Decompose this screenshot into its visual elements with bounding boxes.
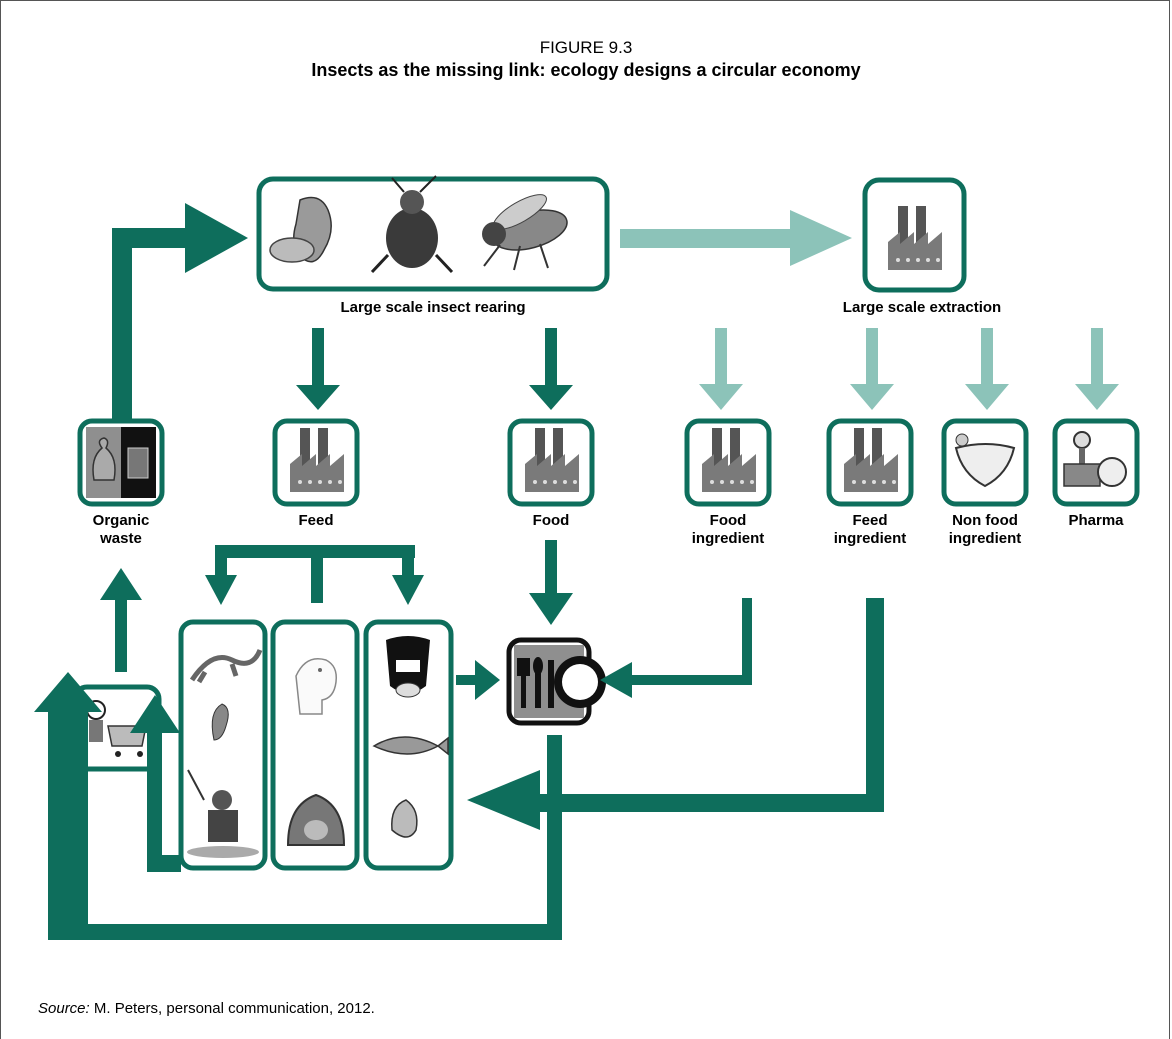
lizard-icon <box>189 648 263 684</box>
arrow-waste-to-rearing <box>112 203 248 420</box>
arrow-feed-ingredient-to-livestock <box>467 598 884 830</box>
fly-icon <box>482 194 568 271</box>
frame-left-stub <box>0 999 1 1039</box>
figure-title: Insects as the missing link: ecology des… <box>311 60 861 80</box>
diaper-icon <box>954 443 1016 488</box>
chicken-icon <box>391 799 418 838</box>
arrow-extraction-to-pharma <box>1075 328 1119 410</box>
arrow-plate-to-consumer <box>34 672 562 940</box>
pharma-plant-icon <box>1063 431 1127 487</box>
arrow-extraction-to-feed-ingredient <box>850 328 894 410</box>
arrow-extraction-to-non-food <box>965 328 1009 410</box>
pets-and-fishing-column <box>178 619 268 871</box>
plate-box <box>506 637 606 726</box>
food-label: Food <box>533 512 570 529</box>
dog-icon <box>295 658 338 715</box>
organic-waste-label-line2: waste <box>99 530 142 547</box>
feed-ingredient-box <box>826 418 914 507</box>
feed-ingredient-label-line1: Feed <box>852 512 887 529</box>
bait-worm-icon <box>211 703 229 741</box>
arrow-feed-to-animals <box>205 545 424 605</box>
feed-box <box>272 418 360 507</box>
garbage-bag-icon <box>92 437 116 481</box>
arrow-extraction-to-food-ingredient <box>699 328 743 410</box>
companion-animals-column <box>270 619 360 871</box>
fisherman-icon <box>187 769 259 858</box>
source-text: M. Peters, personal communication, 2012. <box>89 1000 375 1017</box>
fish-icon <box>372 736 449 756</box>
arrow-consumer-to-waste <box>100 568 142 672</box>
source-prefix: Source: <box>38 1000 90 1017</box>
non-food-ingredient-box <box>941 418 1029 507</box>
food-ingredient-box <box>684 418 772 507</box>
arrow-food-ingredient-to-plate <box>600 598 752 698</box>
food-ingredient-label-line1: Food <box>710 512 747 529</box>
extraction-label: Large scale extraction <box>843 299 1001 316</box>
trash-bin-icon <box>127 447 149 479</box>
source-note: Source: M. Peters, personal communicatio… <box>38 1000 375 1017</box>
pharma-box <box>1052 418 1140 507</box>
cow-icon <box>386 636 430 698</box>
arrow-rearing-to-food <box>529 328 573 410</box>
cat-carrier-icon <box>286 793 346 846</box>
extraction-box <box>862 177 967 293</box>
arrow-rearing-to-feed <box>296 328 340 410</box>
livestock-column <box>363 619 454 871</box>
insect-rearing-label: Large scale insect rearing <box>340 299 525 316</box>
feed-ingredient-label-line2: ingredient <box>834 530 907 547</box>
arrow-rearing-to-extraction <box>620 210 852 266</box>
figure-number: FIGURE 9.3 <box>539 38 633 57</box>
non-food-ingredient-label-line1: Non food <box>952 512 1018 529</box>
fork-knife-plate-icon <box>517 656 606 708</box>
non-food-ingredient-label-line2: ingredient <box>949 530 1022 547</box>
pharma-label: Pharma <box>1068 512 1124 529</box>
arrow-food-to-plate <box>529 540 573 625</box>
arrow-livestock-to-plate <box>456 660 500 700</box>
organic-waste-box <box>77 418 165 507</box>
food-ingredient-label-line2: ingredient <box>692 530 765 547</box>
feed-label: Feed <box>298 512 333 529</box>
cricket-icon <box>370 175 454 274</box>
mealworm-icon <box>269 196 332 263</box>
food-box <box>507 418 595 507</box>
arrow-fishing-to-consumer <box>130 695 181 872</box>
organic-waste-label-line1: Organic <box>93 512 150 529</box>
insect-rearing-box <box>256 175 610 292</box>
